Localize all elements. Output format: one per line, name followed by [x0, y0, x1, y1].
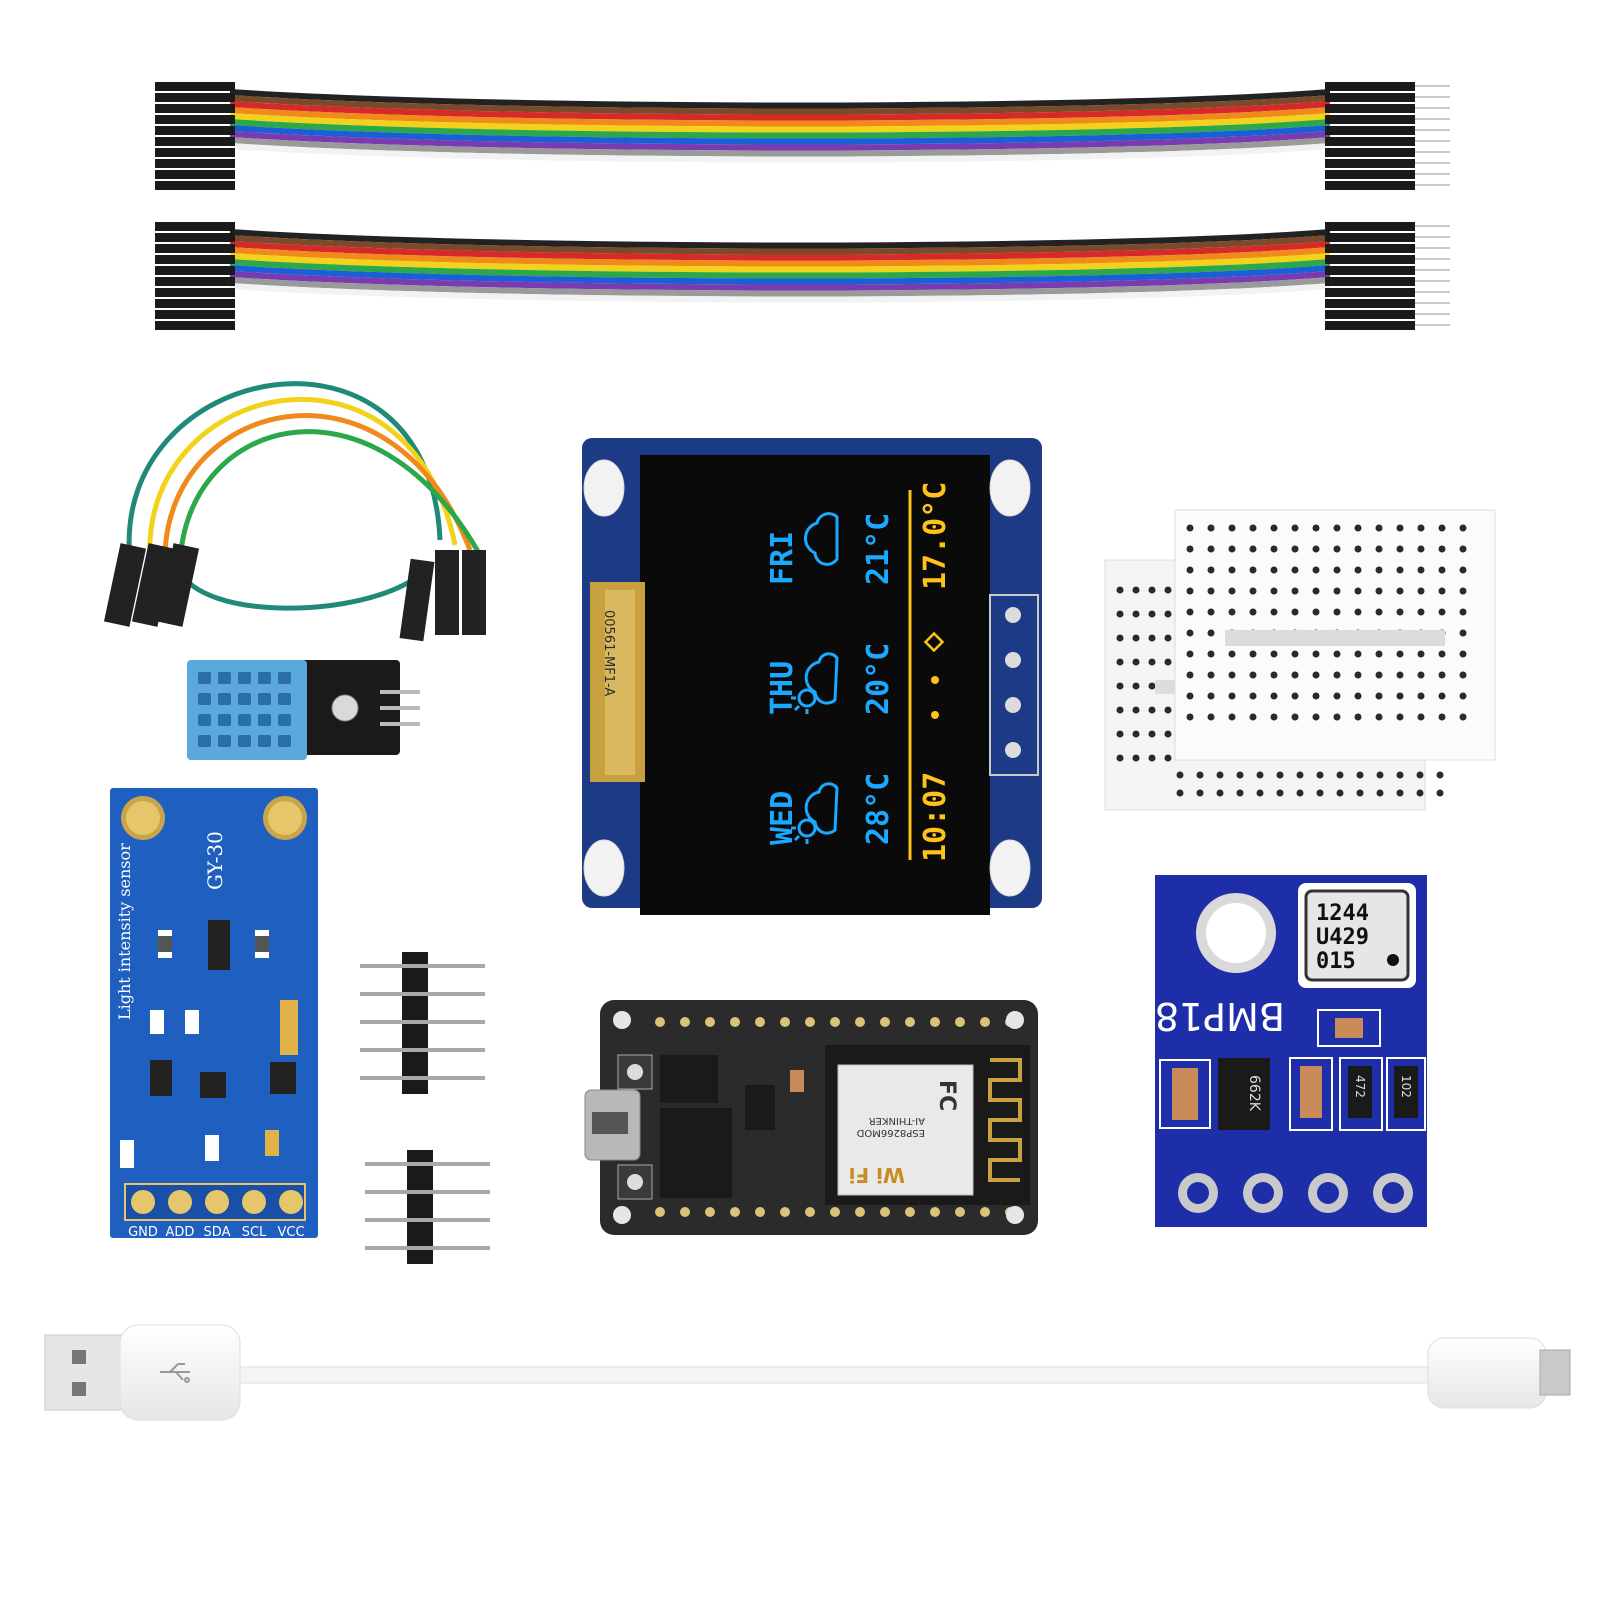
oled-temp-wed: 28°C [861, 773, 896, 845]
gy30-pin-label: VCC [277, 1225, 304, 1240]
oled-flex-label: 00561-MF1-A [601, 610, 616, 696]
connector-housing [155, 170, 235, 179]
gy30-pin-label: SDA [204, 1225, 231, 1240]
oled-temp-fri: 21°C [861, 513, 896, 585]
sun-cloud-icon [791, 652, 839, 714]
connector-housing [1325, 321, 1415, 330]
short-jumper-wires [103, 381, 486, 642]
connector-housing [1325, 222, 1415, 231]
connector-housing [1325, 115, 1415, 124]
connector-housing [1325, 255, 1415, 264]
bmp180-pressure-sensor-board: 1244 U429 015 BMP180 662K 472 102 [1131, 875, 1427, 1227]
connector-housing [1325, 170, 1415, 179]
connector-housing [155, 126, 235, 135]
gy30-pin-label: ADD [166, 1225, 195, 1240]
connector-housing [1325, 310, 1415, 319]
mini-breadboards [1104, 509, 1496, 811]
oled-day-wed: WED [765, 791, 800, 845]
oled-current-temp: 17.0°C [918, 482, 953, 590]
connector-housing [155, 277, 235, 286]
gy30-pin-pad [131, 1190, 155, 1214]
connector-housing [155, 104, 235, 113]
oled-temp-thu: 20°C [861, 643, 896, 715]
sun-cloud-icon [791, 782, 839, 844]
nodemcu-esp-module-label: ESP8266MOD [856, 1127, 925, 1138]
bmp180-resistor-2-label: 102 [1399, 1075, 1413, 1098]
oled-page-dot-2 [931, 676, 939, 684]
connector-housing [155, 148, 235, 157]
gy30-pin-pad [168, 1190, 192, 1214]
bmp180-regulator-label: 662K [1246, 1075, 1262, 1112]
oled-day-fri: FRI [765, 531, 800, 585]
connector-housing [155, 222, 235, 231]
connector-housing [155, 115, 235, 124]
oled-page-dot-1 [931, 711, 939, 719]
connector-housing [1325, 159, 1415, 168]
nodemcu-fc-mark: FC [934, 1080, 959, 1111]
bmp180-chip-line-1: 1244 [1316, 901, 1369, 926]
connector-housing [1325, 181, 1415, 190]
connector-housing [1325, 137, 1415, 146]
connector-housing [1325, 266, 1415, 275]
connector-housing [1325, 82, 1415, 91]
connector-housing [1325, 104, 1415, 113]
bmp180-resistor-1-label: 472 [1353, 1075, 1367, 1098]
bmp180-chip-line-2: U429 [1316, 925, 1369, 950]
connector-housing [155, 93, 235, 102]
connector-housing [1325, 277, 1415, 286]
connector-housing [1325, 244, 1415, 253]
connector-housing [155, 137, 235, 146]
connector-housing [155, 82, 235, 91]
dupont-ribbon-cable-bottom [155, 222, 1450, 330]
bmp180-model-label: BMP180 [1131, 994, 1285, 1038]
nodemcu-wifi-logo: Wi Fi [849, 1163, 905, 1187]
gy30-pin-label: GND [128, 1225, 158, 1240]
nodemcu-esp8266-board: FC ESP8266MOD AI-THINKER Wi Fi [584, 1000, 1038, 1235]
connector-housing [155, 321, 235, 330]
usb-micro-cable [44, 1324, 1571, 1421]
gy30-pin-pad [205, 1190, 229, 1214]
connector-housing [155, 233, 235, 242]
dupont-ribbon-cable-top [155, 82, 1450, 190]
connector-housing [1325, 93, 1415, 102]
connector-housing [155, 288, 235, 297]
connector-housing [155, 255, 235, 264]
gy30-pin-pad [279, 1190, 303, 1214]
gy30-caption: Light intensity sensor [115, 843, 134, 1020]
connector-housing [155, 159, 235, 168]
bmp180-chip-line-3: 015 [1316, 949, 1356, 974]
oled-day-thu: THU [765, 661, 800, 715]
gy30-pin-pad [242, 1190, 266, 1214]
dht11-sensor-module [187, 660, 420, 760]
connector-housing [1325, 299, 1415, 308]
connector-housing [155, 310, 235, 319]
gy30-pin-label: SCL [242, 1225, 267, 1240]
gy30-light-sensor-board: GY-30 Light intensity sensor GND ADD SDA SC… [110, 788, 318, 1240]
cloud-icon [804, 512, 839, 566]
connector-housing [1325, 148, 1415, 157]
connector-housing [155, 181, 235, 190]
nodemcu-vendor-label: AI-THINKER [869, 1115, 925, 1126]
connector-housing [1325, 288, 1415, 297]
connector-housing [155, 299, 235, 308]
pin-headers [360, 952, 490, 1264]
connector-housing [155, 266, 235, 275]
gy30-model-label: GY-30 [203, 831, 227, 890]
connector-housing [155, 244, 235, 253]
connector-housing [1325, 126, 1415, 135]
usb-icon [160, 1363, 190, 1383]
oled-time: 10:07 [918, 772, 953, 862]
oled-display-module: 00561-MF1-A 10:07 17.0°C WED 28°C THU 20… [582, 438, 1042, 915]
oled-page-indicator-active [923, 631, 945, 653]
connector-housing [1325, 233, 1415, 242]
